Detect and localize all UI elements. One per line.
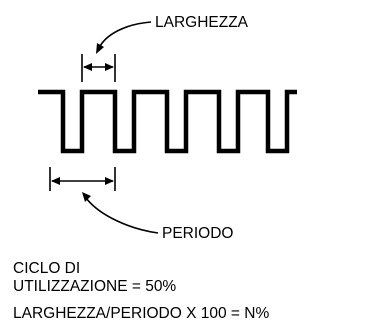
caption-duty-cycle-formula: LARGHEZZA/PERIODO X 100 = N%	[13, 305, 270, 322]
width-dimension-marker	[81, 54, 116, 82]
caption-duty-cycle-title: CICLO DI	[13, 260, 81, 277]
width-label: LARGHEZZA	[155, 14, 249, 31]
square-wave	[38, 89, 297, 154]
caption-duty-cycle-value: UTILIZZAZIONE = 50%	[13, 278, 177, 295]
period-dimension-marker	[49, 167, 116, 191]
period-label: PERIODO	[162, 225, 233, 242]
width-leader-arrow	[96, 21, 152, 54]
period-leader-arrow	[82, 192, 159, 234]
